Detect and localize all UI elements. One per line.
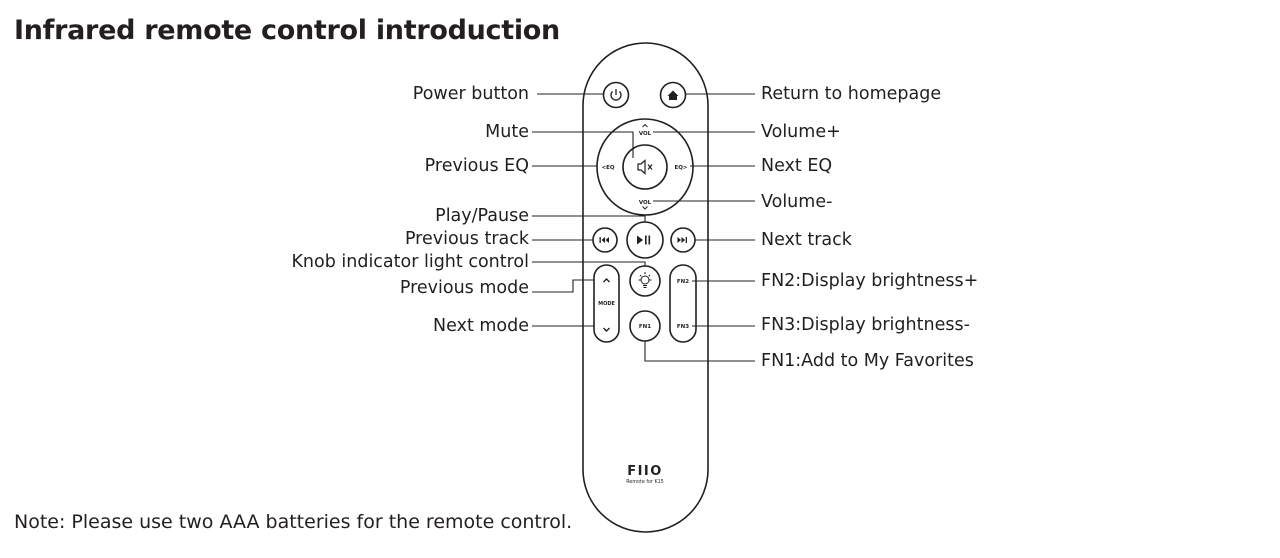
fn2-key-label: FN2 xyxy=(677,279,689,285)
fn1-key-label: FN1 xyxy=(639,324,651,330)
label-fn3: FN3:Display brightness- xyxy=(761,315,970,335)
leader-lines-right xyxy=(644,93,755,362)
label-previous-mode: Previous mode xyxy=(399,278,529,298)
label-play-pause: Play/Pause xyxy=(435,206,529,226)
label-knob-indicator-light: Knob indicator light control xyxy=(291,252,529,272)
mode-down-chevron-icon xyxy=(603,327,610,332)
page-title: Infrared remote control introduction xyxy=(14,15,560,46)
label-next-track: Next track xyxy=(761,230,852,250)
eq-right-key-label: EQ> xyxy=(674,165,687,171)
mute-button[interactable] xyxy=(622,144,668,190)
dpad-ring xyxy=(596,118,694,216)
label-fn2: FN2:Display brightness+ xyxy=(761,271,979,291)
vol-up-chevron-icon xyxy=(642,123,648,128)
previous-track-button[interactable] xyxy=(592,227,618,253)
play-pause-icon xyxy=(637,235,651,245)
label-volume-up: Volume+ xyxy=(761,122,841,142)
eq-left-key-label: <EQ xyxy=(601,165,614,171)
label-next-mode: Next mode xyxy=(433,316,529,336)
home-icon xyxy=(667,90,679,100)
label-next-eq: Next EQ xyxy=(761,156,833,176)
label-fn1: FN1:Add to My Favorites xyxy=(761,351,974,371)
label-power-button: Power button xyxy=(412,84,529,104)
brand-logo: FIIO xyxy=(627,464,663,479)
label-mute: Mute xyxy=(485,122,529,142)
next-track-button[interactable] xyxy=(670,227,696,253)
previous-track-icon xyxy=(599,237,609,243)
leader-lines-left xyxy=(532,93,646,327)
knob-light-button[interactable] xyxy=(629,265,661,297)
fn2-fn3-button[interactable] xyxy=(669,264,697,343)
vol-down-chevron-icon xyxy=(642,206,648,210)
mode-key-label: MODE xyxy=(598,301,615,307)
fn3-key-label: FN3 xyxy=(677,324,689,330)
remote-body xyxy=(582,42,709,533)
label-volume-down: Volume- xyxy=(761,192,833,212)
power-button[interactable] xyxy=(602,81,630,109)
vol-up-key-label: VOL xyxy=(639,131,652,137)
play-pause-button[interactable] xyxy=(626,221,664,259)
mode-button[interactable] xyxy=(593,264,620,343)
label-previous-track: Previous track xyxy=(404,229,529,249)
power-icon xyxy=(610,91,622,101)
vol-down-key-label: VOL xyxy=(639,200,652,206)
next-track-icon xyxy=(677,237,687,243)
model-caption: Remote for K15 xyxy=(626,479,663,485)
label-previous-eq: Previous EQ xyxy=(424,156,529,176)
home-button[interactable] xyxy=(659,81,687,109)
mute-icon xyxy=(637,159,646,175)
light-bulb-icon xyxy=(638,272,652,288)
mode-up-chevron-icon xyxy=(603,278,610,283)
label-return-homepage: Return to homepage xyxy=(761,84,942,104)
battery-note: Note: Please use two AAA batteries for t… xyxy=(14,511,573,533)
